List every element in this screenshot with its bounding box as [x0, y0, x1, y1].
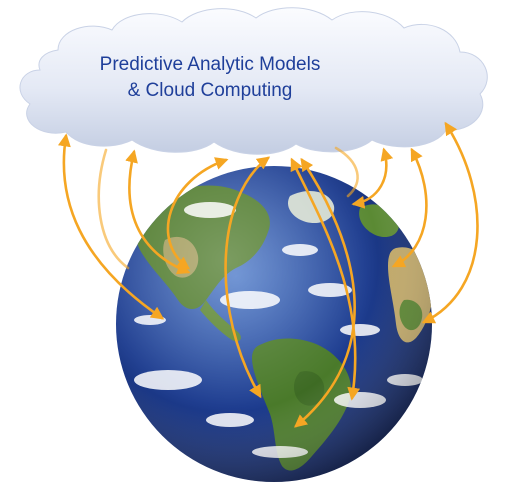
double-arrow-icon	[351, 147, 394, 209]
double-arrow-icon	[224, 156, 271, 399]
data-exchange-arrows	[57, 121, 479, 428]
cloud-label-line1: Predictive Analytic Models	[99, 54, 321, 75]
double-arrow-icon	[125, 149, 191, 275]
double-arrow-icon	[293, 157, 356, 428]
cloud-label-line2: & Cloud Computing	[127, 80, 293, 101]
cloud-label: Predictive Analytic Models & Cloud Compu…	[60, 52, 360, 104]
earth-globe-icon	[116, 166, 432, 482]
double-arrow-icon	[97, 148, 130, 270]
double-arrow-icon	[57, 133, 165, 320]
double-arrow-icon	[166, 157, 229, 270]
double-arrow-icon	[421, 121, 479, 324]
